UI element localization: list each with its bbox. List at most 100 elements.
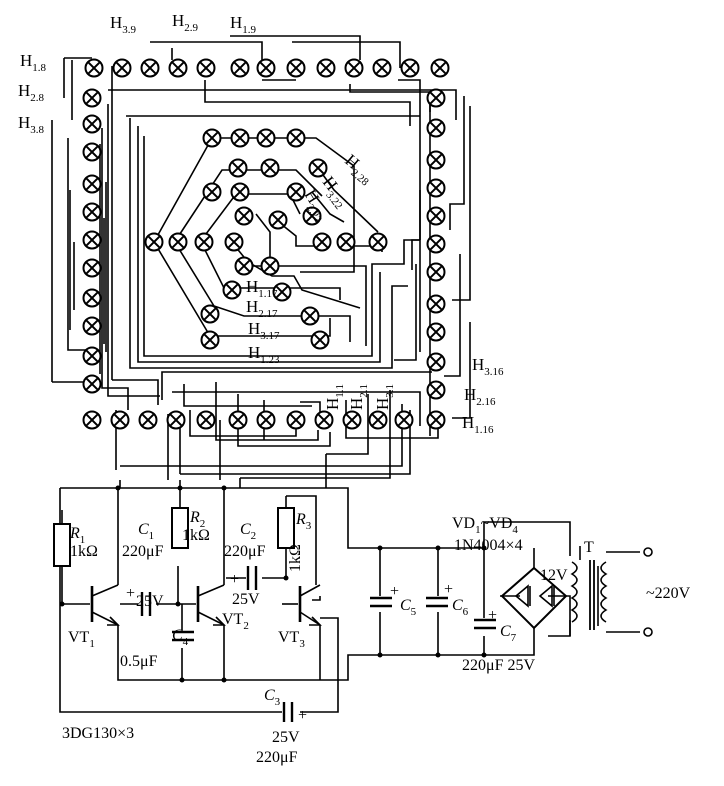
lamp-icon: [230, 58, 250, 78]
lamp-icon: [308, 158, 328, 178]
label-mains: ~220V: [646, 585, 691, 602]
bridge-rectifier: [500, 566, 568, 630]
lamp-icon: [372, 58, 392, 78]
capacitor-c4: [172, 630, 194, 642]
lamp-icon: [342, 410, 362, 430]
label-c1-voltage: 25V: [136, 593, 164, 610]
lamp-icon: [196, 58, 216, 78]
label-c3-plus: +: [298, 707, 307, 724]
lamp-icon: [82, 316, 102, 336]
lamp-icon: [310, 330, 330, 350]
label-c2: C2: [240, 521, 256, 542]
label-h-2-8: H2.8: [18, 81, 45, 104]
capacitor-c1: [140, 592, 152, 616]
lamp-icon: [426, 294, 446, 314]
transistor-vt1: [90, 584, 120, 626]
label-h-2-1: H2.1: [347, 384, 370, 410]
lamp-icon: [82, 202, 102, 222]
lamp-icon: [256, 58, 276, 78]
transistor-vt3: [298, 584, 322, 626]
label-diode-range: VD1~VD4: [452, 515, 518, 536]
label-h-3-16: H3.16: [472, 355, 504, 378]
label-vt2: VT2: [222, 611, 249, 632]
label-r1-value: 1kΩ: [70, 543, 98, 560]
label-r3: R3: [295, 511, 312, 532]
label-h-1-16: H1.16: [462, 413, 494, 436]
label-h-1-17: H1.17: [246, 277, 278, 300]
lamp-icon: [196, 410, 216, 430]
lamp-icon: [344, 58, 364, 78]
label-h-1-8: H1.8: [20, 51, 47, 74]
lamp-icon: [256, 410, 276, 430]
lamp-icon: [200, 330, 220, 350]
lamp-icon: [312, 232, 332, 252]
lamp-icon: [426, 262, 446, 282]
capacitor-c7: [474, 618, 496, 630]
lamp-icon: [168, 232, 188, 252]
lamp-icon: [426, 352, 446, 372]
lamp-icon: [286, 128, 306, 148]
lamp-icon: [82, 346, 102, 366]
lamp-icon: [426, 322, 446, 342]
junction-dots: [59, 485, 487, 683]
lamp-icon: [426, 234, 446, 254]
label-h-1-9: H1.9: [230, 13, 257, 36]
label-c2-voltage: 25V: [232, 591, 260, 608]
lamp-icon: [394, 410, 414, 430]
lamp-icon: [168, 58, 188, 78]
label-r1: R1: [69, 525, 85, 546]
label-transistor-type: 3DG130×3: [62, 725, 134, 742]
lamp-icon: [426, 150, 446, 170]
lamp-array: [82, 58, 450, 430]
label-h-2-28: H2.28: [339, 151, 378, 189]
label-c7-plus: +: [488, 607, 497, 624]
label-secondary-voltage: 12V: [540, 567, 568, 584]
label-r2-value: 1kΩ: [182, 527, 210, 544]
label-h-3-9: H3.9: [110, 13, 137, 36]
label-c3-value: 220μF: [256, 749, 298, 766]
lamp-icon: [82, 258, 102, 278]
label-c5: C5: [400, 597, 417, 618]
resistors: [53, 507, 295, 567]
lamp-icon: [430, 58, 450, 78]
label-h-3-8: H3.8: [18, 113, 45, 136]
label-c5-plus: +: [390, 583, 399, 600]
label-c7: C7: [500, 623, 517, 644]
label-diode-type: 1N4004×4: [454, 537, 523, 554]
lamp-icon: [82, 410, 102, 430]
lamp-icon: [302, 206, 322, 226]
lamp-icon: [228, 158, 248, 178]
capacitor-c2: [246, 566, 258, 590]
lamp-icon: [84, 58, 104, 78]
lamp-icon: [316, 58, 336, 78]
label-c4-value: 0.5μF: [120, 653, 158, 670]
lamp-icon: [200, 304, 220, 324]
lamp-icon: [400, 58, 420, 78]
lamp-icon: [286, 182, 306, 202]
resistor-r1: [53, 523, 71, 567]
lamp-icon: [110, 410, 130, 430]
lamp-icon: [230, 182, 250, 202]
lamp-icon: [314, 410, 334, 430]
label-c3-voltage: 25V: [272, 729, 300, 746]
lamp-icon: [112, 58, 132, 78]
label-c1-value: 220μF: [122, 543, 164, 560]
lamp-icon: [426, 88, 446, 108]
lamp-icon: [286, 58, 306, 78]
mains-terminal-bottom: [643, 627, 653, 637]
lamp-wiring: [51, 35, 471, 480]
lamp-icon: [336, 232, 356, 252]
resistor-r2: [171, 507, 189, 549]
label-h-1-23: H1.23: [248, 343, 280, 366]
lamp-icon: [82, 288, 102, 308]
label-h-3-17: H3.17: [248, 319, 280, 342]
lamp-icon: [82, 174, 102, 194]
lamp-icon: [368, 232, 388, 252]
lamp-icon: [234, 256, 254, 276]
lamp-icon: [286, 410, 306, 430]
lamp-icon: [82, 374, 102, 394]
label-c6-plus: +: [444, 581, 453, 598]
resistor-r3: [277, 507, 295, 549]
lamp-icon: [256, 128, 276, 148]
capacitor-c5: [370, 596, 392, 608]
